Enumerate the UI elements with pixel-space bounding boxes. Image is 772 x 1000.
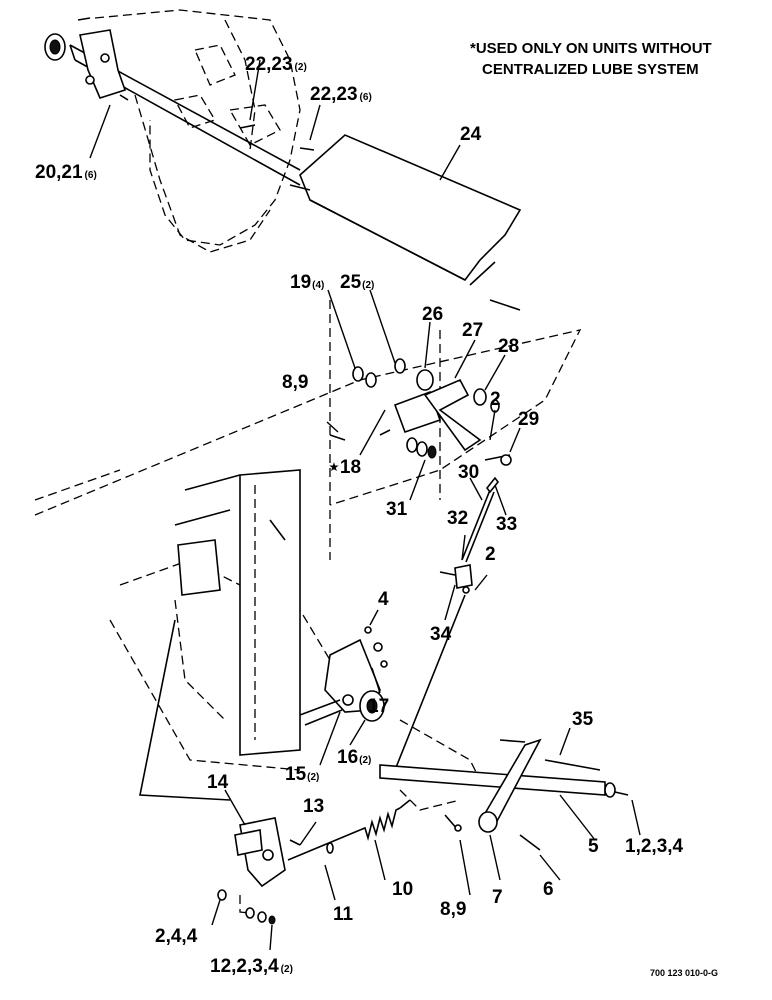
callout-25: 25(2) (340, 272, 374, 293)
callout-20-21: 20,21(6) (35, 162, 97, 183)
callout-5: 5 (588, 836, 599, 857)
lever-arm-7 (478, 738, 601, 851)
usage-note-line-2: CENTRALIZED LUBE SYSTEM (482, 61, 699, 78)
callout-19: 19(4) (290, 272, 324, 293)
callout-6: 6 (543, 879, 554, 900)
callout-17: 17 (368, 696, 389, 717)
callout-10: 10 (392, 879, 413, 900)
callout-4: 4 (378, 589, 389, 610)
adjuster-rod (439, 454, 512, 594)
lower-bracket (234, 817, 301, 888)
callout-27: 27 (462, 320, 483, 341)
callout-13: 13 (303, 796, 324, 817)
callout-labels: 22,23(2) 22,23(6) 20,21(6) 24 19(4) 25(2… (35, 54, 684, 977)
callout-12-2-3-4: 12,2,3,4(2) (210, 956, 293, 977)
callout-8-9-lower: 8,9 (440, 899, 466, 920)
upper-pulley (44, 33, 66, 61)
callout-15: 15(2) (285, 764, 319, 785)
callout-26: 26 (422, 304, 443, 325)
callout-11: 11 (333, 904, 354, 925)
upper-bracket (79, 29, 127, 99)
idler-pulley (359, 690, 385, 722)
upper-bolts (77, 17, 315, 151)
callout-14: 14 (207, 772, 229, 793)
shield-part (289, 134, 522, 311)
pivot-assembly (329, 358, 500, 459)
bolts-8-9 (444, 814, 462, 832)
idler-shaft (299, 699, 343, 726)
callout-33: 33 (496, 514, 517, 535)
callout-24: 24 (460, 124, 482, 145)
small-fasteners-4-17 (364, 626, 388, 668)
callout-31: 31 (386, 499, 408, 520)
callout-35: 35 (572, 709, 594, 730)
upright-plate (174, 469, 301, 756)
callout-16: 16(2) (337, 747, 371, 768)
spring (287, 799, 411, 861)
callout-7: 7 (492, 887, 503, 908)
usage-note-line-1: *USED ONLY ON UNITS WITHOUT (470, 40, 712, 57)
cable-guide-line (139, 594, 466, 801)
callout-18: ⋆18 (328, 457, 361, 478)
callout-2-upper: 2 (490, 389, 501, 410)
callout-22-23-upper: 22,23(2) (245, 54, 307, 75)
leader-lines (89, 59, 641, 951)
callout-34: 34 (430, 624, 452, 645)
drawing-code: 700 123 010-0-G (650, 968, 719, 978)
callout-1-2-3-4: 1,2,3,4 (625, 836, 684, 857)
callout-28: 28 (498, 336, 519, 357)
lever-bar (379, 764, 629, 798)
callout-22-23-lower: 22,23(6) (310, 84, 372, 105)
callout-29: 29 (518, 409, 539, 430)
callout-30: 30 (458, 462, 479, 483)
upper-housing-phantom (69, 9, 301, 253)
callout-32: 32 (447, 508, 468, 529)
callout-2-middle: 2 (485, 544, 496, 565)
callout-8-9-upper: 8,9 (282, 372, 308, 393)
usage-note: *USED ONLY ON UNITS WITHOUT CENTRALIZED … (470, 38, 712, 80)
callout-2-4-4: 2,4,4 (155, 926, 198, 947)
lower-hardware (217, 889, 276, 925)
